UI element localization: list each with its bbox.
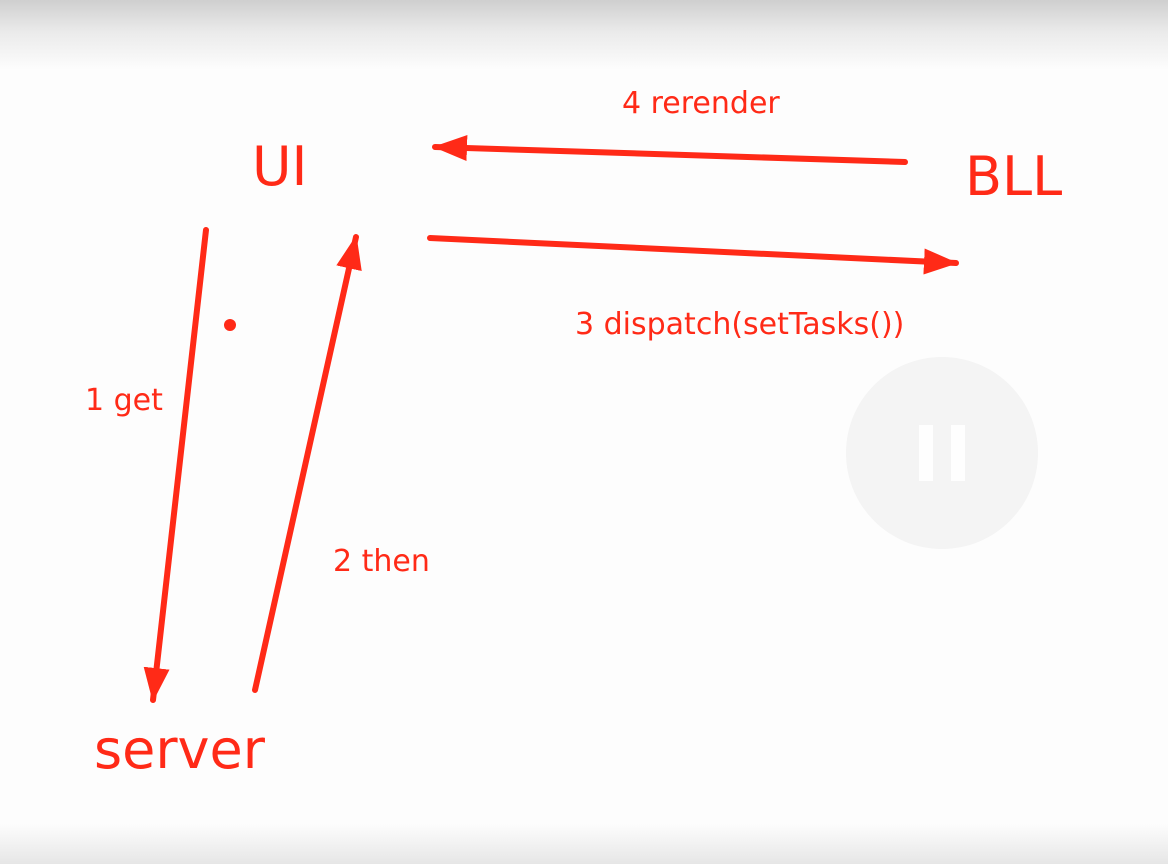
arrow-rerender <box>432 135 908 165</box>
stray-dot <box>224 319 236 331</box>
pause-button[interactable] <box>846 357 1038 549</box>
node-bll-label: BLL <box>965 145 1063 208</box>
arrow-dispatch <box>427 235 959 275</box>
edge-dispatch-label: 3 dispatch(setTasks()) <box>575 307 905 342</box>
node-ui-label: UI <box>252 135 308 198</box>
edge-then-label: 2 then <box>333 544 430 579</box>
arrow-then <box>252 234 362 693</box>
node-server-label: server <box>94 718 265 781</box>
top-shade <box>0 0 1168 70</box>
edge-rerender-label: 4 rerender <box>622 86 780 121</box>
edge-get-label: 1 get <box>85 383 163 418</box>
pause-icon-bar <box>951 425 965 481</box>
bottom-shade <box>0 824 1168 864</box>
pause-icon <box>919 425 933 481</box>
arrow-get <box>143 227 209 703</box>
